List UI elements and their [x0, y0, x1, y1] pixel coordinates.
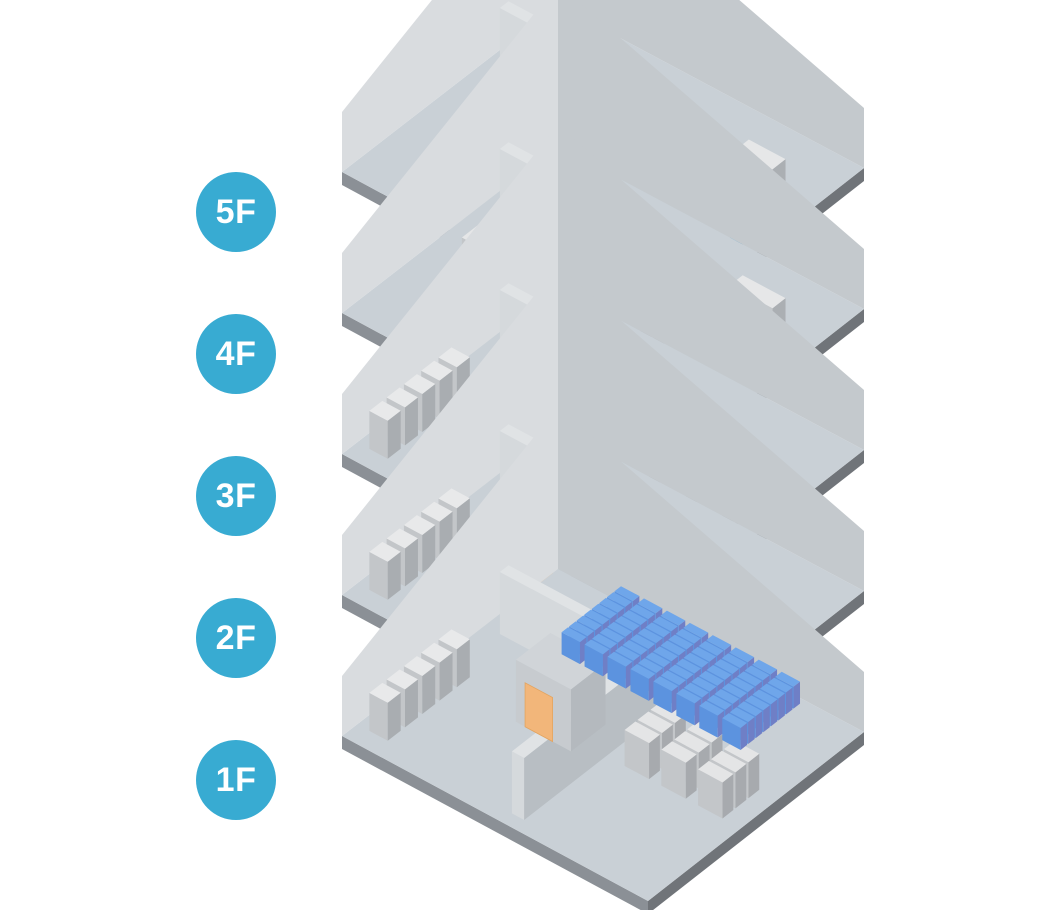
- floor-badge-2f: 2F: [196, 598, 276, 678]
- blue-rack: [653, 676, 679, 714]
- server-rack: [661, 741, 697, 799]
- back-right-wall: [558, 0, 864, 309]
- back-right-wall: [558, 125, 864, 450]
- blue-rack: [676, 688, 702, 726]
- back-right-wall: [558, 266, 864, 591]
- server-rack: [624, 721, 660, 780]
- back-left-wall: [342, 266, 558, 595]
- server-rack: [698, 760, 734, 819]
- floor-badge-1f: 1F: [196, 740, 276, 820]
- floor-badge-5f: 5F: [196, 172, 276, 252]
- back-left-wall: [342, 0, 558, 313]
- gray-unit: [369, 541, 401, 600]
- floor-5f: [342, 407, 864, 910]
- back-right-wall: [558, 0, 864, 168]
- floor-badge-3f: 3F: [196, 456, 276, 536]
- back-left-wall: [342, 407, 558, 736]
- gray-unit: [369, 682, 401, 741]
- gray-unit: [369, 400, 401, 459]
- slab-left-edge: [342, 736, 648, 910]
- back-right-wall: [558, 407, 864, 732]
- blue-rack: [607, 651, 633, 689]
- blue-rack: [722, 713, 748, 750]
- back-left-wall: [342, 125, 558, 454]
- floor-badge-4f: 4F: [196, 314, 276, 394]
- orange-door: [524, 682, 553, 743]
- slab-right-edge: [648, 732, 864, 910]
